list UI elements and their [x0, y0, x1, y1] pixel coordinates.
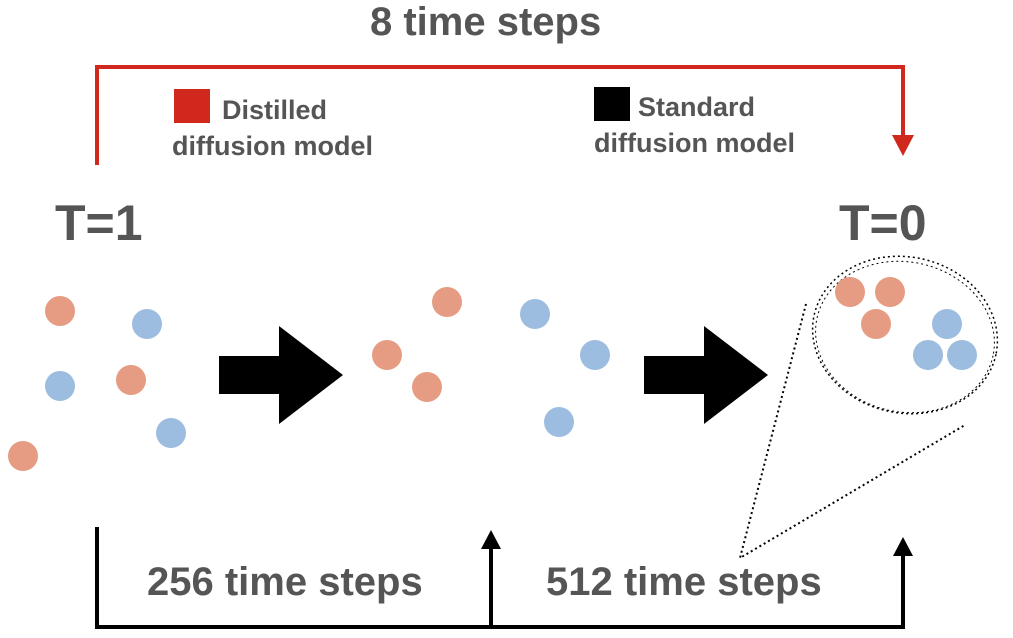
standard-legend-text: Standard diffusion model [594, 89, 795, 161]
end-time-label: T=0 [839, 195, 927, 251]
orange-dot [372, 340, 402, 370]
bottom-left-steps-label: 256 time steps [147, 560, 423, 604]
blue-dot [45, 371, 75, 401]
distilled-bracket-line [95, 65, 905, 165]
distilled-legend-swatch [174, 89, 210, 123]
orange-dot [116, 365, 146, 395]
cluster-ellipse [811, 255, 999, 415]
standard-mid-arrowhead [481, 530, 501, 549]
orange-dot [861, 309, 891, 339]
orange-dot [835, 277, 865, 307]
blue-dot [913, 340, 943, 370]
cone-outline [738, 303, 966, 561]
top-steps-label: 8 time steps [370, 0, 602, 44]
blue-dot [156, 418, 186, 448]
blue-dot [520, 299, 550, 329]
blue-dot [932, 309, 962, 339]
orange-dot [412, 372, 442, 402]
distilled-legend-text: Distilled diffusion model [172, 92, 373, 164]
distilled-legend-line1: Distilled [222, 95, 328, 125]
standard-end-arrowhead [893, 537, 913, 556]
standard-legend-line1: Standard [638, 92, 756, 122]
distilled-legend-line2: diffusion model [172, 131, 373, 161]
orange-dot [432, 287, 462, 317]
block-arrow-right [644, 326, 768, 424]
block-arrow-left [219, 326, 343, 424]
orange-dot [8, 441, 38, 471]
bottom-right-steps-label: 512 time steps [546, 560, 822, 604]
blue-dot [132, 309, 162, 339]
blue-dot [947, 340, 977, 370]
distilled-arrowhead [892, 135, 914, 156]
blue-dot [580, 340, 610, 370]
blue-dot [544, 407, 574, 437]
standard-legend-line2: diffusion model [594, 128, 795, 158]
orange-dot [875, 277, 905, 307]
orange-dot [45, 296, 75, 326]
start-time-label: T=1 [55, 195, 143, 251]
cluster-ellipse-inner [815, 260, 995, 414]
standard-bracket-line [95, 527, 905, 629]
standard-legend-swatch [594, 87, 630, 121]
